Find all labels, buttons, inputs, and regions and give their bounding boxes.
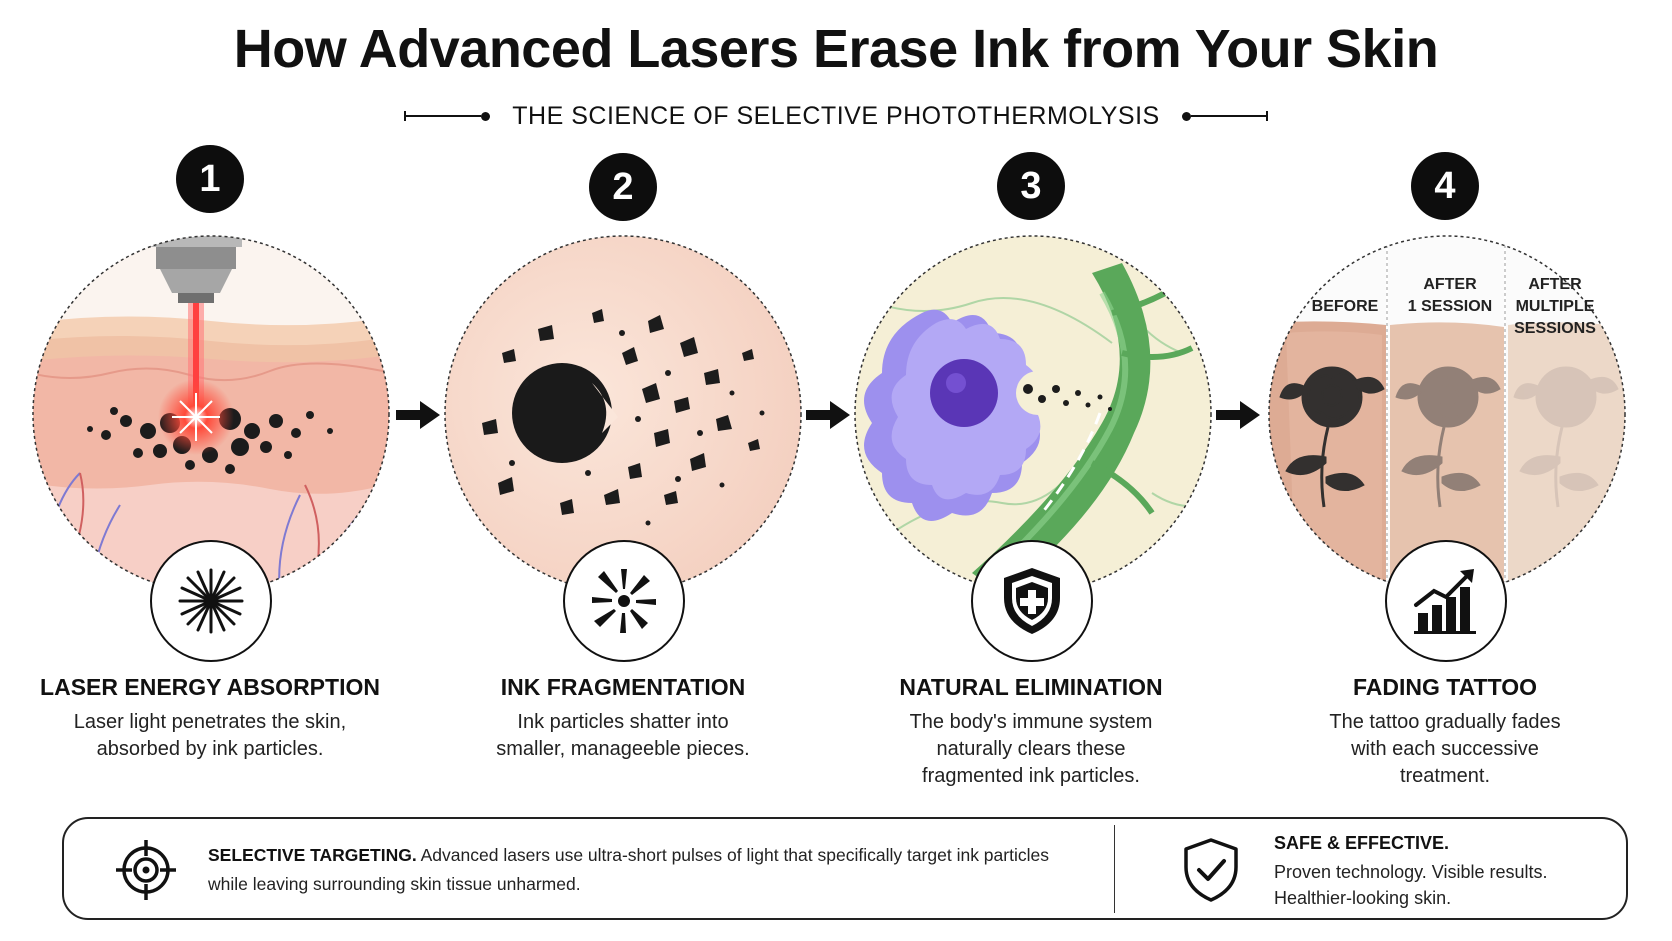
shatter-icon <box>563 540 685 662</box>
growth-chart-icon <box>1385 540 1507 662</box>
selective-targeting-line-1: Advanced lasers use ultra-short pulses o… <box>416 845 1049 865</box>
step-desc-4-line-3: treatment. <box>1399 765 1491 787</box>
step-desc-3-line-2: naturally clears these <box>936 738 1126 760</box>
shield-plus-icon <box>971 540 1093 662</box>
step-desc-3: The body's immune system naturally clear… <box>831 709 1231 790</box>
panel-label-after-1: AFTER 1 SESSION <box>1395 274 1505 318</box>
selective-targeting-text: SELECTIVE TARGETING. Advanced lasers use… <box>208 841 1088 899</box>
step-desc-1-line-2: absorbed by ink particles. <box>96 738 324 760</box>
panel-label-after-1-line-1: AFTER <box>1423 276 1477 293</box>
step-desc-2-line-1: Ink particles shatter into <box>517 711 729 733</box>
info-footer-box: SELECTIVE TARGETING. Advanced lasers use… <box>62 817 1628 920</box>
safe-effective-text: Proven technology. Visible results. Heal… <box>1274 859 1604 911</box>
panel-label-before: BEFORE <box>1300 296 1390 318</box>
step-desc-4: The tattoo gradually fades with each suc… <box>1245 709 1645 790</box>
panel-label-after-multi: AFTER MULTIPLE SESSIONS <box>1505 274 1605 340</box>
page-title: How Advanced Lasers Erase Ink from Your … <box>233 19 1439 79</box>
safe-effective-title: SAFE & EFFECTIVE. <box>1274 833 1450 853</box>
selective-targeting-label: SELECTIVE TARGETING. <box>208 845 417 865</box>
step-desc-2-line-2: smaller, manageeble pieces. <box>496 738 750 760</box>
step-desc-1-line-1: Laser light penetrates the skin, <box>73 711 347 733</box>
step-desc-3-line-1: The body's immune system <box>909 711 1153 733</box>
ink-fragmentation-illustration <box>444 235 802 593</box>
step-desc-3-line-3: fragmented ink particles. <box>922 765 1140 787</box>
safe-effective-line-1: Proven technology. Visible results. <box>1274 862 1548 882</box>
shield-check-icon <box>1184 838 1238 902</box>
laser-absorption-illustration <box>32 235 390 593</box>
arrow-right-icon <box>396 401 440 429</box>
arrow-right-icon <box>806 401 850 429</box>
subtitle-row: THE SCIENCE OF SELECTIVE PHOTOTHERMOLYSI… <box>0 98 1672 134</box>
target-crosshair-icon <box>116 840 176 900</box>
step-number-1: 1 <box>176 145 244 213</box>
step-title-2: INK FRAGMENTATION <box>500 674 746 700</box>
page-subtitle: THE SCIENCE OF SELECTIVE PHOTOTHERMOLYSI… <box>512 101 1160 130</box>
safe-effective-line-2: Healthier-looking skin. <box>1274 888 1452 908</box>
arrow-right-icon <box>1216 401 1260 429</box>
panel-label-after-multi-line-3: SESSIONS <box>1514 320 1596 337</box>
fading-tattoo-illustration <box>1268 235 1626 593</box>
panel-label-after-multi-line-1: AFTER <box>1528 276 1582 293</box>
step-title-1: LASER ENERGY ABSORPTION <box>40 674 380 700</box>
step-title-4: FADING TATTOO <box>1353 674 1537 700</box>
step-number-3: 3 <box>997 152 1065 220</box>
panel-label-after-1-line-2: 1 SESSION <box>1407 298 1493 315</box>
laser-burst-icon <box>150 540 272 662</box>
subtitle-left-rule <box>404 111 491 121</box>
step-number-4: 4 <box>1411 152 1479 220</box>
subtitle-right-rule <box>1181 111 1268 121</box>
selective-targeting-line-2: while leaving surrounding skin tissue un… <box>208 874 581 894</box>
step-title-3: NATURAL ELIMINATION <box>899 674 1163 700</box>
footer-divider <box>1114 825 1115 913</box>
panel-label-after-multi-line-2: MULTIPLE <box>1515 298 1595 315</box>
step-desc-4-line-1: The tattoo gradually fades <box>1329 711 1561 733</box>
step-number-2: 2 <box>589 153 657 221</box>
step-desc-1: Laser light penetrates the skin, absorbe… <box>10 709 410 763</box>
step-desc-2: Ink particles shatter into smaller, mana… <box>423 709 823 763</box>
panel-label-before-text: BEFORE <box>1311 298 1379 315</box>
step-desc-4-line-2: with each successive <box>1351 738 1539 760</box>
